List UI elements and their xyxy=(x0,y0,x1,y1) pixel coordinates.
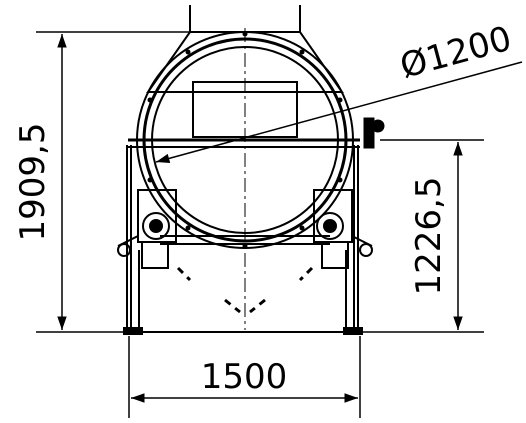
width-label: 1500 xyxy=(201,357,288,397)
diameter-label: Ø1200 xyxy=(396,19,516,87)
dimension-width xyxy=(128,336,361,418)
base-frame xyxy=(123,138,363,335)
handwheel xyxy=(363,117,385,149)
discharge-chute xyxy=(176,266,314,314)
dimension-axis-height xyxy=(362,139,484,333)
roller-right xyxy=(313,189,373,269)
center-lines xyxy=(138,28,352,330)
axis-height-label: 1226,5 xyxy=(409,177,449,296)
roller-left xyxy=(117,189,177,269)
overall-height-label: 1909,5 xyxy=(13,123,53,242)
dimension-overall-height xyxy=(36,31,190,333)
dimension-diameter xyxy=(155,61,523,163)
